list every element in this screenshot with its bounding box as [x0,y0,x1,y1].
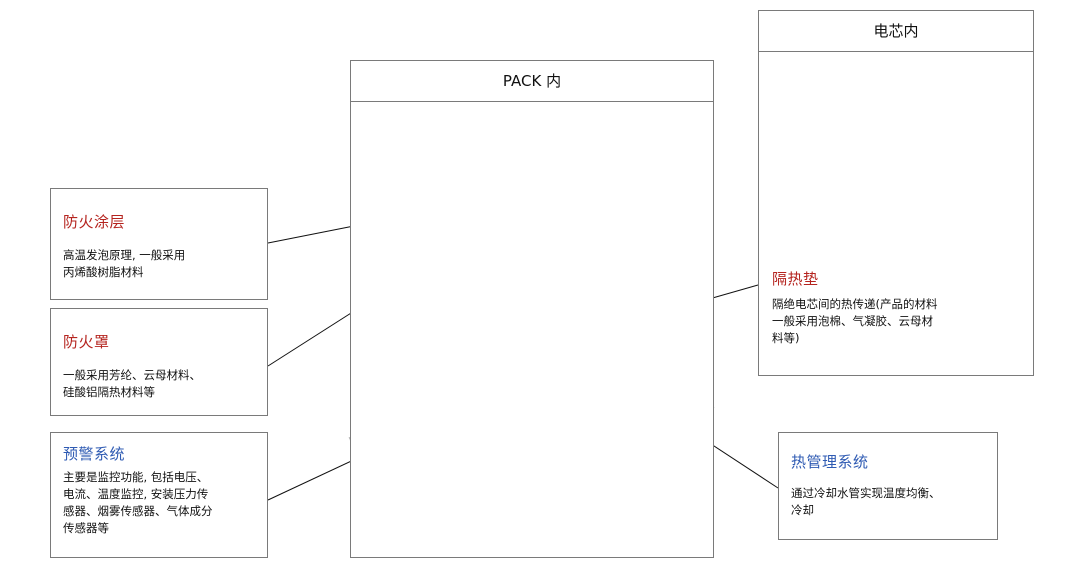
callout-fire-cover: 防火罩 一般采用芳纶、云母材料、 硅酸铝隔热材料等 [50,308,268,416]
callout-desc: 高温发泡原理, 一般采用 丙烯酸树脂材料 [63,248,186,279]
callout-title: 防火罩 [63,333,110,351]
callout-fire-coating: 防火涂层 高温发泡原理, 一般采用 丙烯酸树脂材料 [50,188,268,300]
callout-desc: 主要是监控功能, 包括电压、 电流、温度监控, 安装压力传 感器、烟雾传感器、气… [63,470,213,535]
cell-frame: 电芯内 [758,10,1034,376]
callout-title: 防火涂层 [63,213,126,231]
pack-frame-header: PACK 内 [351,61,713,102]
callout-thermal-pad: 隔热垫 隔绝电芯间的热传递(产品的材料 一般采用泡棉、气凝胶、云母材 料等) [760,258,1032,372]
callout-desc: 一般采用芳纶、云母材料、 硅酸铝隔热材料等 [63,368,201,399]
callout-desc: 隔绝电芯间的热传递(产品的材料 一般采用泡棉、气凝胶、云母材 料等) [772,297,938,345]
callout-warning-system: 预警系统 主要是监控功能, 包括电压、 电流、温度监控, 安装压力传 感器、烟雾… [50,432,268,558]
callout-title: 热管理系统 [791,453,869,471]
callout-title: 预警系统 [63,445,126,463]
callout-desc: 通过冷却水管实现温度均衡、 冷却 [791,486,941,517]
callout-title: 隔热垫 [772,270,819,288]
pack-frame: PACK 内 [350,60,714,558]
cell-frame-header: 电芯内 [759,11,1033,52]
callout-thermal-management: 热管理系统 通过冷却水管实现温度均衡、 冷却 [778,432,998,540]
